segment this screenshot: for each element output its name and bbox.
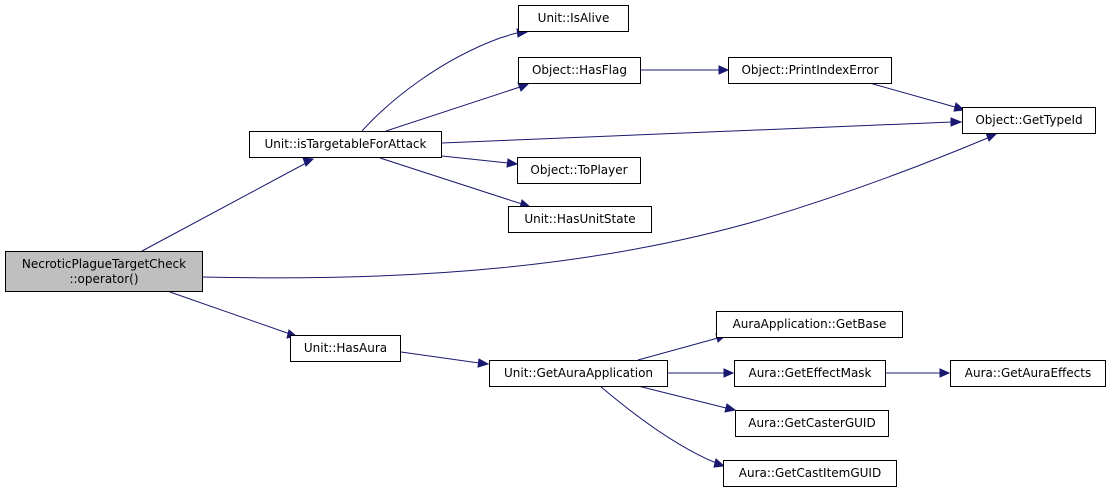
node-label: Unit::GetAuraApplication [503, 366, 654, 380]
node-label: Unit::isTargetableForAttack [264, 137, 427, 151]
edge-get-aura-application-to-get-caster-guid [637, 385, 727, 409]
node-label: Unit::IsAlive [537, 11, 610, 25]
node-aura-application-get-base[interactable]: AuraApplication::GetBase [716, 311, 903, 338]
edge-root-to-get-type-id [202, 136, 991, 279]
node-object-print-index-error[interactable]: Object::PrintIndexError [728, 57, 892, 84]
node-unit-is-alive[interactable]: Unit::IsAlive [518, 5, 629, 32]
edge-arrowhead [953, 102, 966, 112]
edge-arrowhead [950, 117, 963, 127]
node-aura-get-aura-effects[interactable]: Aura::GetAuraEffects [950, 360, 1106, 387]
node-label: Object::GetTypeId [975, 113, 1083, 127]
node-unit-has-unit-state[interactable]: Unit::HasUnitState [508, 206, 652, 233]
edge-has-aura-to-get-aura-application [400, 351, 480, 364]
node-label: Object::HasFlag [531, 63, 627, 77]
edge-arrowhead [517, 82, 530, 92]
node-label: Unit::HasAura [303, 341, 388, 355]
edge-root-to-has-aura [169, 291, 291, 335]
node-label: Unit::HasUnitState [524, 212, 636, 226]
edge-get-aura-application-to-get-base [637, 337, 719, 361]
node-label-line1: NecroticPlagueTargetCheck [21, 256, 187, 271]
node-aura-get-effect-mask[interactable]: Aura::GetEffectMask [734, 360, 886, 387]
node-necrotic-plague-target-check[interactable]: NecroticPlagueTargetCheck ::operator() [5, 251, 203, 292]
node-aura-get-cast-item-guid[interactable]: Aura::GetCastItemGUID [723, 460, 897, 487]
edge-is-targetable-to-has-unit-state [379, 157, 523, 205]
node-label: Object::PrintIndexError [741, 63, 879, 77]
node-label: Object::ToPlayer [530, 163, 628, 177]
edge-get-aura-application-to-get-cast-item-guid [599, 385, 717, 464]
node-unit-is-targetable-for-attack[interactable]: Unit::isTargetableForAttack [249, 131, 442, 158]
edge-arrowhead [723, 368, 735, 378]
edge-is-targetable-to-is-alive [361, 32, 519, 132]
node-aura-get-caster-guid[interactable]: Aura::GetCasterGUID [735, 410, 889, 437]
edge-is-targetable-to-to-player [441, 155, 509, 164]
edge-arrowhead [477, 358, 490, 368]
edge-arrowhead [302, 157, 315, 167]
edge-arrowhead [718, 65, 730, 75]
edge-is-targetable-to-get-type-id [441, 121, 953, 144]
node-label-line2: ::operator() [69, 271, 139, 286]
edge-arrowhead [985, 132, 998, 142]
node-label: AuraApplication::GetBase [732, 317, 887, 331]
node-object-has-flag[interactable]: Object::HasFlag [518, 57, 641, 84]
edge-print-index-error-to-get-type-id [865, 81, 956, 108]
node-object-to-player[interactable]: Object::ToPlayer [517, 157, 641, 184]
edge-arrowhead [724, 403, 737, 413]
node-label: Aura::GetCasterGUID [748, 416, 876, 430]
edge-arrowhead [939, 368, 951, 378]
node-label: Aura::GetCastItemGUID [738, 466, 882, 480]
node-label: Aura::GetEffectMask [748, 366, 872, 380]
edge-arrowhead [713, 458, 726, 468]
edge-is-targetable-to-has-flag [385, 86, 521, 132]
node-unit-has-aura[interactable]: Unit::HasAura [290, 335, 401, 362]
edge-root-to-is-targetable [141, 161, 309, 252]
node-label: Aura::GetAuraEffects [964, 366, 1092, 380]
edge-arrowhead [506, 158, 519, 168]
node-unit-get-aura-application[interactable]: Unit::GetAuraApplication [489, 360, 668, 387]
node-object-get-type-id[interactable]: Object::GetTypeId [962, 107, 1096, 134]
